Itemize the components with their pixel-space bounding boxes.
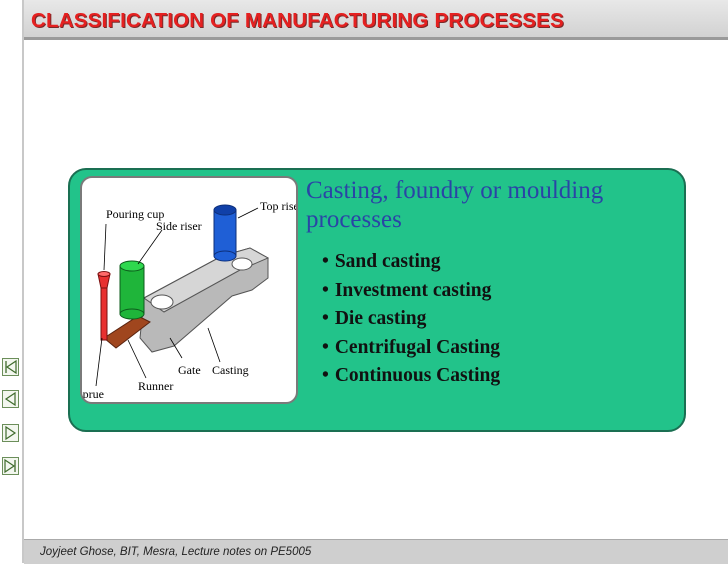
bullet: • [322, 279, 329, 301]
last-slide-button[interactable] [2, 457, 19, 475]
side-riser [119, 265, 145, 315]
title-bar [24, 0, 728, 40]
list-item: •Die casting [322, 305, 500, 334]
casting-hole-right [231, 257, 253, 271]
top-riser-label: Top riser [260, 199, 296, 213]
sprue [100, 287, 108, 341]
process-name: Centrifugal Casting [334, 336, 501, 358]
list-item: •Continuous Casting [322, 362, 500, 391]
last-slide-icon [4, 458, 16, 474]
slide-title: CLASSIFICATION OF MANUFACTURING PROCESSE… [31, 9, 564, 32]
left-margin-rule [22, 0, 24, 563]
first-slide-button[interactable] [2, 358, 19, 376]
process-name: Investment casting [334, 279, 492, 301]
top-riser [213, 209, 237, 257]
casting-diagram-frame: Pouring cup Side riser Top riser Gate Ca… [80, 176, 298, 404]
casting-hole-left [150, 294, 174, 310]
first-slide-icon [5, 359, 17, 375]
previous-slide-icon [4, 391, 16, 407]
list-item: •Sand casting [322, 248, 500, 277]
next-slide-icon [5, 425, 17, 441]
title-underline [24, 37, 728, 40]
footer-credit: Joyjeet Ghose, BIT, Mesra, Lecture notes… [40, 546, 312, 558]
process-name: Continuous Casting [334, 365, 501, 386]
section-heading: Casting, foundry or moulding processes [306, 177, 604, 233]
list-item: •Investment casting [322, 277, 500, 306]
casting-process-list: •Sand casting •Investment casting •Die c… [322, 248, 500, 391]
pouring-cup-label: Pouring cup [106, 207, 164, 221]
casting-label: Casting [212, 363, 249, 377]
sprue-label: Sprue [82, 387, 104, 401]
bullet: • [322, 251, 329, 272]
footer-bar [24, 539, 728, 564]
side-riser-label: Side riser [156, 219, 202, 233]
bullet: • [322, 336, 329, 358]
previous-slide-button[interactable] [2, 390, 19, 408]
runner-label: Runner [138, 379, 173, 393]
list-item: •Centrifugal Casting [322, 334, 500, 363]
next-slide-button[interactable] [2, 424, 19, 442]
sand-casting-diagram: Pouring cup Side riser Top riser Gate Ca… [82, 199, 296, 401]
bullet: • [322, 365, 329, 386]
bullet: • [322, 308, 329, 329]
runner [103, 315, 151, 349]
gate-label: Gate [178, 363, 201, 377]
process-name: Die casting [334, 308, 427, 329]
process-name: Sand casting [334, 251, 441, 272]
